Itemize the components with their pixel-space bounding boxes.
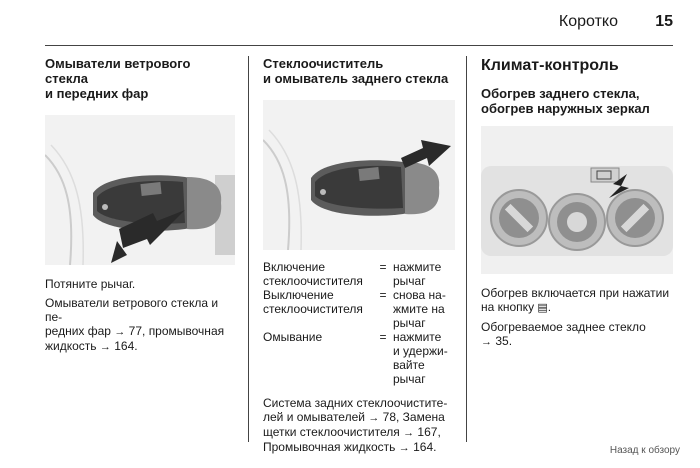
reference-arrow-icon: → [403,427,415,439]
page-number: 15 [655,13,673,30]
page-ref-link[interactable]: 164. [413,440,437,454]
page-header: Коротко 15 [0,0,700,48]
column-climate: Климат-контроль Обогрев заднего стекла, … [481,56,673,349]
heated-rear-window-ref: Обогреваемое заднее стекло → 35. [481,320,646,348]
header-rule [45,45,673,46]
figure-washer-stalk [45,115,235,265]
reference-arrow-icon: → [368,412,380,424]
section-title: Коротко [558,13,618,30]
rear-window-heater-icon: ▤. [537,302,551,314]
back-to-overview-link[interactable]: Назад к обзору [609,445,680,456]
reference-arrow-icon: → [398,442,410,454]
page-ref-link[interactable]: 35. [495,334,513,348]
heading-climate: Климат-контроль [481,57,619,74]
reference-arrow-icon: → [481,336,492,348]
stalk-pull-illustration [45,144,235,265]
column-washers: Омыватели ветрового стекла и передних фа… [45,56,235,354]
stalk-push-illustration [263,129,451,250]
defrost-description: Обогрев включается при нажатии на кнопку… [481,286,670,314]
figure-climate-panel [481,126,673,274]
page-ref-link[interactable]: 77, промывочная [128,324,225,338]
figure-rear-wiper-stalk [263,100,455,250]
instruction-pull: Потяните рычаг. [45,277,136,291]
page-ref-link[interactable]: 164. [114,339,138,353]
heading-washers: Омыватели ветрового стекла и передних фа… [45,56,191,101]
column-rear-wiper: Стеклоочиститель и омыватель заднего сте… [263,56,455,455]
climate-panel-illustration [481,166,673,256]
page-ref-link[interactable]: 167, [417,425,441,439]
washer-description: Омыватели ветрового стекла и пе- редних … [45,296,225,353]
subheading-defrost: Обогрев заднего стекла, обогрев наружных… [481,86,650,116]
column-divider [466,56,467,442]
reference-arrow-icon: → [99,341,111,353]
reference-arrow-icon: → [114,326,126,338]
rear-wiper-note: Система задних стеклоочистите- лей и омы… [263,396,448,454]
column-divider [248,56,249,442]
page-ref-link[interactable]: 78, Замена [382,410,445,424]
heading-rear-wiper: Стеклоочиститель и омыватель заднего сте… [263,56,449,86]
